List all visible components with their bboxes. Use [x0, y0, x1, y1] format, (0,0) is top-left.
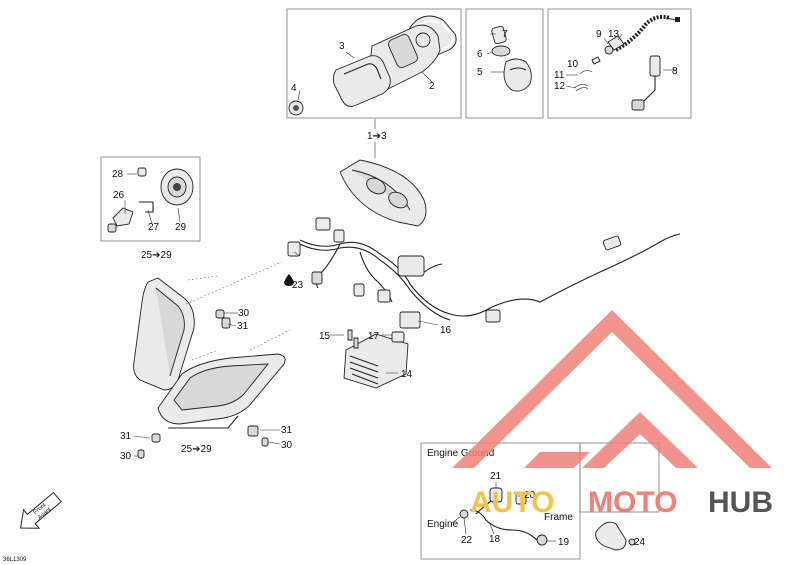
regulator-bolts — [347, 329, 359, 349]
callout-30-a: 30 — [238, 308, 250, 319]
callout-18: 18 — [489, 534, 501, 545]
callout-numbers: 1 2 3 4 5 6 7 8 9 10 11 12 13 14 15 16 1… — [112, 29, 678, 548]
engine-ground-title: Engine Ground — [427, 448, 494, 459]
callout-2: 2 — [429, 81, 435, 92]
callout-8: 8 — [672, 66, 678, 77]
box-headlamp-bulb — [100, 156, 201, 242]
bulb-clip — [139, 201, 154, 213]
box-switch — [465, 8, 544, 119]
switch-assembly — [491, 25, 532, 92]
watermark-hub: HUB — [708, 486, 773, 519]
engine-label: Engine — [427, 519, 459, 530]
callout-3: 3 — [339, 41, 345, 52]
automotohub-watermark: AUTO MOTO HUB — [452, 310, 773, 519]
watermark-moto: MOTO — [588, 486, 677, 519]
frame-label: Frame — [544, 512, 573, 523]
callout-23: 23 — [292, 280, 304, 291]
callout-24: 24 — [634, 537, 646, 548]
bulb — [107, 207, 134, 233]
range-25-29-bottom: 25➔29 — [181, 444, 212, 455]
callout-19: 19 — [558, 537, 570, 548]
range-25-29-top: 25➔29 — [141, 250, 172, 261]
callout-10: 10 — [567, 59, 579, 70]
callout-16: 16 — [440, 325, 452, 336]
connector-terminal — [573, 35, 625, 92]
callout-14: 14 — [401, 369, 413, 380]
regulator-connector — [391, 331, 405, 343]
headlamp-fasteners — [137, 309, 269, 459]
wiring-harness — [287, 217, 681, 329]
callout-22: 22 — [461, 535, 473, 546]
watermark-auto: AUTO — [470, 486, 554, 519]
callout-6: 6 — [477, 49, 483, 60]
callout-29: 29 — [175, 222, 187, 233]
ground-cable — [459, 487, 548, 546]
callout-17: 17 — [368, 331, 380, 342]
automotohub-logo — [452, 310, 772, 468]
callout-4: 4 — [291, 83, 297, 94]
bulb-socket-cover — [160, 168, 194, 206]
drop-icon — [284, 274, 294, 286]
instrument-cluster — [339, 159, 427, 227]
callout-28: 28 — [112, 169, 124, 180]
front-arrow-icon: Front Avant — [19, 491, 62, 529]
bulb-cap — [137, 167, 147, 177]
callout-21: 21 — [490, 471, 502, 482]
headlamp-housing — [133, 277, 195, 391]
callout-12: 12 — [554, 81, 566, 92]
callout-20: 20 — [524, 490, 536, 501]
callout-11: 11 — [554, 70, 565, 81]
callout-13: 13 — [608, 29, 620, 40]
corrugated-wire-loom — [615, 14, 680, 52]
callout-5: 5 — [477, 67, 483, 78]
callout-31-a: 31 — [237, 321, 249, 332]
callout-9: 9 — [596, 29, 602, 40]
callout-31-b: 31 — [120, 431, 132, 442]
part-24-gasket — [595, 521, 636, 551]
callout-27: 27 — [148, 222, 160, 233]
headlamp-lens — [157, 353, 286, 429]
callout-30-b: 30 — [120, 451, 132, 462]
callout-7: 7 — [502, 29, 508, 40]
box-connector — [547, 8, 692, 119]
voltage-regulator — [343, 333, 409, 389]
gauge-indicator — [288, 100, 304, 116]
diagram-code: 36L1309 — [3, 557, 27, 563]
callout-31-c: 31 — [281, 425, 293, 436]
sensor-lead — [631, 55, 661, 111]
alignment-lines — [185, 261, 291, 361]
gauge-lens — [332, 55, 391, 107]
range-1-3: 1➔3 — [367, 131, 387, 142]
callout-15: 15 — [319, 331, 331, 342]
box-instrument-cluster — [286, 8, 462, 119]
callout-26: 26 — [113, 190, 125, 201]
callout-30-c: 30 — [281, 440, 293, 451]
leader-lines — [124, 33, 677, 542]
